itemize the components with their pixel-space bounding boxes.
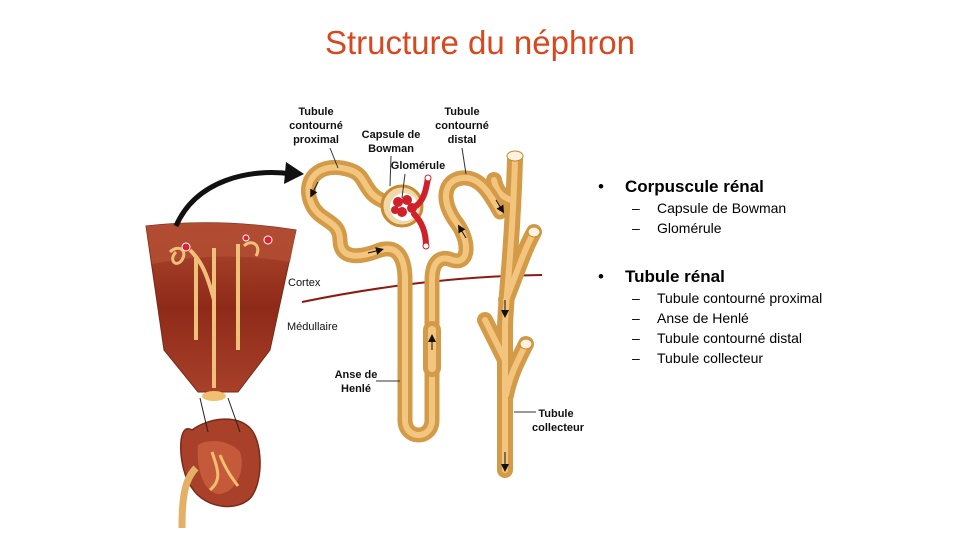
legend-item: – Anse de Henlé — [596, 308, 946, 328]
legend-list: • Corpuscule rénal – Capsule de Bowman –… — [596, 176, 946, 368]
label-capsule: Capsule de Bowman — [362, 129, 421, 187]
label-tubule-proximal-2: contourné — [289, 120, 343, 132]
dash: – — [632, 290, 640, 306]
dash: – — [632, 220, 640, 236]
label-collecteur-1: Tubule — [538, 408, 573, 420]
dash: – — [632, 200, 640, 216]
zoom-line-right — [227, 397, 241, 433]
legend-item-label: Tubule contourné distal — [657, 330, 803, 346]
legend-item-label: Tubule contourné proximal — [657, 290, 823, 306]
label-tubule-distal-3: distal — [448, 134, 477, 146]
legend-item: – Tubule collecteur — [596, 348, 946, 368]
kidney-illustration — [178, 418, 261, 529]
label-cortex: Cortex — [288, 277, 321, 289]
legend-item-label: Tubule collecteur — [657, 350, 764, 366]
legend-section-tubule: • Tubule rénal — [596, 266, 946, 288]
label-glomerule-text: Glomérule — [391, 160, 445, 172]
label-collecteur-2: collecteur — [532, 422, 585, 434]
nephron — [301, 150, 542, 478]
legend-item-label: Glomérule — [657, 220, 722, 236]
renal-pyramid — [145, 222, 297, 401]
label-anse: Anse de Henlé — [335, 369, 400, 395]
legend-item: – Tubule contourné distal — [596, 328, 946, 348]
legend-item: – Tubule contourné proximal — [596, 288, 946, 308]
label-medullaire: Médullaire — [287, 321, 338, 333]
section-heading: Corpuscule rénal — [625, 177, 764, 196]
label-tubule-proximal-3: proximal — [293, 134, 339, 146]
legend-item: – Glomérule — [596, 218, 946, 238]
label-tubule-distal-1: Tubule — [444, 106, 479, 118]
section-heading: Tubule rénal — [625, 267, 725, 286]
label-anse-2: Henlé — [341, 383, 371, 395]
zoom-arrow — [173, 170, 293, 228]
label-tubule-distal: Tubule contourné distal — [435, 106, 489, 175]
label-tubule-proximal: Tubule contourné proximal — [289, 106, 343, 169]
label-capsule-2: Bowman — [368, 143, 414, 155]
legend-item-label: Anse de Henlé — [657, 310, 749, 326]
dash: – — [632, 330, 640, 346]
legend-item: – Capsule de Bowman — [596, 198, 946, 218]
legend-section-corpuscule: • Corpuscule rénal — [596, 176, 946, 198]
bullet: • — [598, 177, 604, 196]
slide-title: Structure du néphron — [324, 24, 636, 61]
label-tubule-proximal-1: Tubule — [298, 106, 333, 118]
zoom-arrowhead — [284, 162, 304, 184]
dash: – — [632, 350, 640, 366]
label-collecteur: Tubule collecteur — [514, 408, 585, 434]
zoom-line-left — [199, 397, 209, 433]
legend-item-label: Capsule de Bowman — [657, 200, 787, 216]
bullet: • — [598, 267, 604, 286]
dash: – — [632, 310, 640, 326]
label-glomerule: Glomérule — [391, 160, 445, 199]
label-capsule-1: Capsule de — [362, 129, 421, 141]
label-anse-1: Anse de — [335, 369, 378, 381]
label-tubule-distal-2: contourné — [435, 120, 489, 132]
